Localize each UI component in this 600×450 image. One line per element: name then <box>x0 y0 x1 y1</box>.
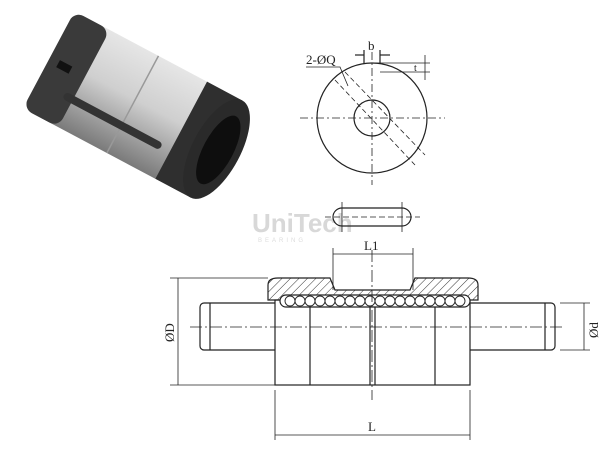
end-view <box>300 50 445 185</box>
slot-view <box>325 202 420 232</box>
watermark-brand: UniTech <box>252 208 353 238</box>
hole-label: 2-ØQ <box>306 52 336 67</box>
ball-row <box>284 295 466 307</box>
depth-label: t <box>414 63 417 74</box>
watermark-tagline: BEARING <box>258 238 306 244</box>
side-view <box>170 248 590 440</box>
slot-width-label: b <box>368 38 375 53</box>
outer-diameter-label: ØD <box>162 323 177 342</box>
bearing-photo <box>26 14 250 199</box>
watermark: UniTech BEARING <box>252 208 353 244</box>
length-label: L <box>368 419 376 434</box>
shaft-diameter-label: Ød <box>586 322 600 338</box>
inner-length-label: L1 <box>364 238 378 253</box>
